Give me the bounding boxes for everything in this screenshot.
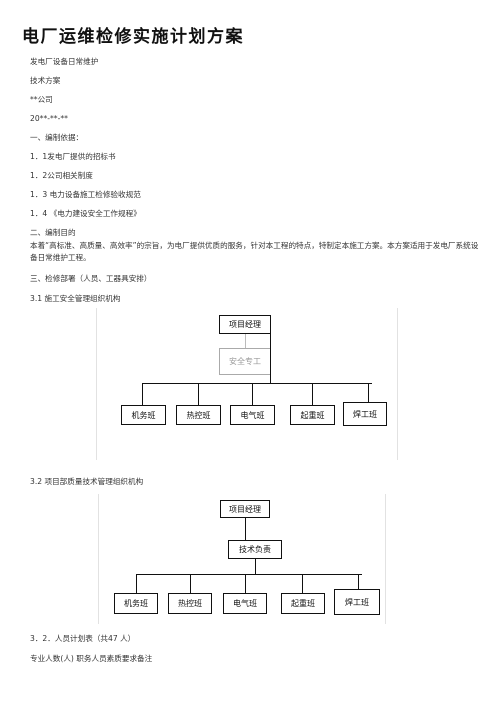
connector-line bbox=[245, 518, 246, 540]
basis-item: 1．4 《电力建设安全工作规程》 bbox=[30, 209, 141, 218]
connector-line bbox=[190, 574, 191, 593]
subsection-staff-plan: 3．2．人员计划表（共47 人） bbox=[30, 634, 136, 643]
team-box: 热控班 bbox=[176, 405, 221, 425]
connector-line bbox=[198, 383, 199, 405]
connector-line bbox=[136, 574, 362, 575]
purpose-paragraph: 本着“高标准、高质量、高效率”的宗旨，为电厂提供优质的服务，针对本工程的特点，特… bbox=[30, 241, 479, 262]
connector-line bbox=[358, 574, 359, 589]
connector-line bbox=[136, 574, 137, 593]
connector-line bbox=[270, 320, 271, 383]
tech-lead-box: 技术负责 bbox=[228, 540, 282, 559]
connector-line bbox=[312, 383, 313, 405]
team-box: 机务班 bbox=[114, 593, 158, 614]
subtitle-line: 发电厂设备日常维护 bbox=[30, 57, 99, 66]
document-title: 电厂运维检修实施计划方案 bbox=[22, 27, 244, 47]
company-line: **公司 bbox=[30, 95, 53, 104]
team-box: 机务班 bbox=[121, 405, 166, 425]
doc-type-line: 技术方案 bbox=[30, 76, 61, 85]
connector-line bbox=[245, 574, 246, 593]
basis-item: 1．1发电厂提供的招标书 bbox=[30, 152, 116, 161]
chart-frame bbox=[98, 494, 386, 624]
section-heading-deployment: 三、检修部署（人员、工器具安排） bbox=[30, 274, 152, 283]
subsection-quality-org: 3.2 项目部质量技术管理组织机构 bbox=[30, 477, 144, 486]
connector-line bbox=[142, 383, 372, 384]
team-box: 起重班 bbox=[290, 405, 335, 425]
section-heading-basis: 一、编制依据： bbox=[30, 133, 84, 142]
team-box: 热控班 bbox=[168, 593, 212, 614]
team-box: 焊工班 bbox=[334, 589, 380, 615]
team-box: 电气班 bbox=[230, 405, 275, 425]
team-box: 焊工班 bbox=[343, 402, 387, 426]
subsection-safety-org: 3.1 施工安全管理组织机构 bbox=[30, 294, 121, 303]
section-heading-purpose: 二、编制目的 bbox=[30, 228, 76, 237]
connector-line bbox=[255, 559, 256, 574]
basis-item: 1．2公司相关制度 bbox=[30, 171, 93, 180]
team-box: 起重班 bbox=[281, 593, 325, 614]
chart-frame bbox=[96, 308, 398, 460]
project-manager-box: 项目经理 bbox=[220, 500, 270, 518]
basis-item: 1．3 电力设备施工检修验收规范 bbox=[30, 190, 141, 199]
staff-table-header: 专业人数(人) 职务人员素质要求备注 bbox=[30, 654, 153, 663]
safety-engineer-box: 安全专工 bbox=[219, 348, 271, 375]
connector-line bbox=[302, 574, 303, 593]
connector-line bbox=[245, 334, 246, 348]
connector-line bbox=[142, 383, 143, 405]
team-box: 电气班 bbox=[223, 593, 267, 614]
project-manager-box: 项目经理 bbox=[219, 315, 271, 334]
connector-line bbox=[368, 383, 369, 402]
date-line: 20**-**-** bbox=[30, 114, 68, 123]
connector-line bbox=[252, 383, 253, 405]
